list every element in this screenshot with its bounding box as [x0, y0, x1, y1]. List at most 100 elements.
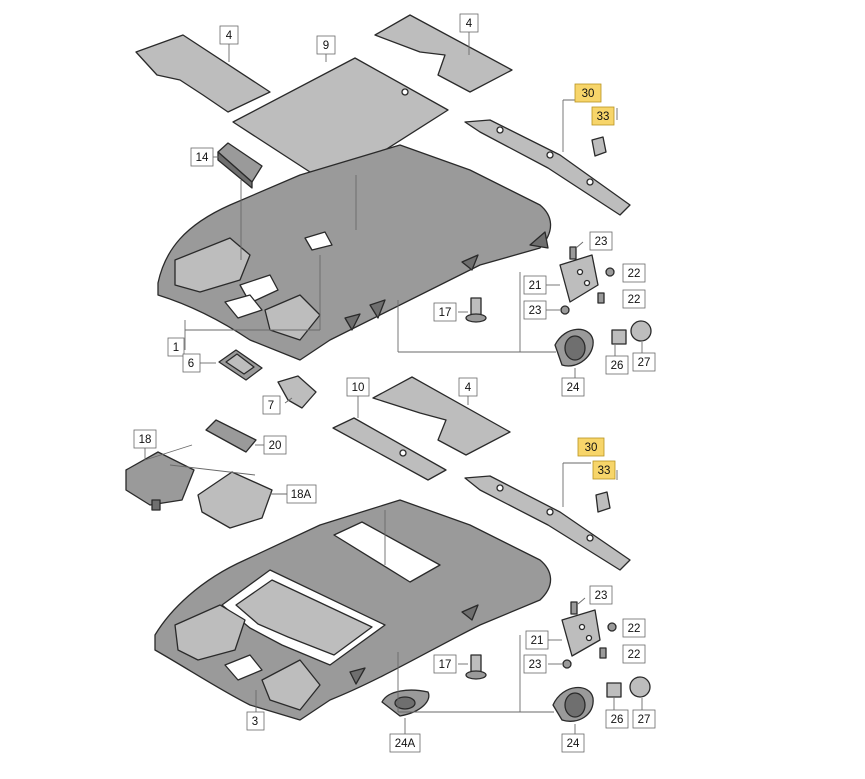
- callout-1[interactable]: 1: [167, 337, 185, 357]
- grab-handle-mount-bottom: [552, 686, 594, 722]
- svg-text:22: 22: [628, 623, 641, 635]
- callout-33[interactable]: 33: [592, 460, 616, 480]
- screw-23c: [570, 601, 578, 615]
- svg-text:26: 26: [611, 714, 624, 726]
- svg-text:1: 1: [173, 342, 179, 354]
- callout-22[interactable]: 22: [622, 618, 646, 638]
- foam-block: [217, 142, 263, 189]
- callout-9[interactable]: 9: [316, 35, 336, 55]
- screw-22a: [605, 267, 615, 277]
- callout-21[interactable]: 21: [523, 275, 547, 295]
- callout-17[interactable]: 17: [433, 654, 457, 674]
- svg-text:21: 21: [529, 280, 542, 292]
- screw-23a: [569, 246, 577, 260]
- screw-22b: [597, 292, 605, 304]
- callout-24a[interactable]: 24A: [389, 733, 421, 753]
- screw-22c: [607, 622, 617, 632]
- callout-24[interactable]: 24: [561, 377, 585, 397]
- callout-18[interactable]: 18: [133, 429, 157, 449]
- bolt-26-top: [611, 329, 627, 345]
- callout-10[interactable]: 10: [346, 377, 370, 397]
- roof-trim-strip-bottom: [464, 475, 631, 571]
- svg-text:24: 24: [567, 382, 580, 394]
- callout-4[interactable]: 4: [219, 25, 239, 45]
- sun-visor-bracket-bottom: [561, 609, 601, 657]
- callout-21[interactable]: 21: [525, 630, 549, 650]
- screw-22d: [599, 647, 607, 659]
- svg-text:23: 23: [595, 236, 608, 248]
- svg-text:24A: 24A: [395, 738, 416, 750]
- svg-text:17: 17: [439, 659, 452, 671]
- cover-20: [205, 419, 257, 453]
- svg-text:22: 22: [628, 294, 641, 306]
- callout-18a[interactable]: 18A: [286, 484, 317, 504]
- insulation-pad-bottom: [372, 376, 511, 456]
- cap-27-bottom: [629, 676, 651, 698]
- svg-text:33: 33: [598, 465, 611, 477]
- grab-handle-mount-24a: [381, 689, 430, 717]
- damping-strip: [332, 417, 447, 481]
- svg-text:33: 33: [597, 111, 610, 123]
- callout-23[interactable]: 23: [589, 585, 613, 605]
- svg-text:23: 23: [529, 659, 542, 671]
- insulation-pad-left: [135, 34, 271, 113]
- callout-33[interactable]: 33: [591, 106, 615, 126]
- svg-text:21: 21: [531, 635, 544, 647]
- svg-text:4: 4: [465, 382, 472, 394]
- console-18: [125, 451, 195, 511]
- callout-23[interactable]: 23: [523, 654, 547, 674]
- bolt-26-bottom: [606, 682, 622, 698]
- svg-text:14: 14: [196, 152, 209, 164]
- headliner-bottom: [154, 499, 552, 721]
- svg-text:20: 20: [269, 440, 282, 452]
- svg-text:9: 9: [323, 40, 329, 52]
- sun-visor-bracket-top: [559, 254, 599, 303]
- callout-4[interactable]: 4: [459, 13, 479, 33]
- screw-23b: [560, 305, 570, 315]
- svg-text:24: 24: [567, 738, 580, 750]
- svg-text:7: 7: [268, 400, 274, 412]
- callout-23[interactable]: 23: [523, 300, 547, 320]
- callout-6[interactable]: 6: [182, 353, 201, 373]
- svg-text:22: 22: [628, 649, 641, 661]
- callout-26[interactable]: 26: [605, 355, 629, 375]
- svg-text:23: 23: [529, 305, 542, 317]
- callout-20[interactable]: 20: [263, 435, 287, 455]
- callout-22[interactable]: 22: [622, 644, 646, 664]
- svg-text:27: 27: [638, 714, 651, 726]
- svg-text:22: 22: [628, 268, 641, 280]
- callout-3[interactable]: 3: [246, 711, 265, 731]
- svg-text:18A: 18A: [291, 489, 312, 501]
- svg-text:6: 6: [188, 358, 194, 370]
- callout-30[interactable]: 30: [574, 83, 602, 103]
- callout-17[interactable]: 17: [433, 302, 457, 322]
- expansion-rivet-top: [465, 297, 487, 323]
- callout-27[interactable]: 27: [632, 352, 656, 372]
- callout-24[interactable]: 24: [561, 733, 585, 753]
- roof-trim-strip-top: [464, 119, 631, 216]
- insulation-pad-right: [374, 14, 513, 93]
- callout-22[interactable]: 22: [622, 263, 646, 283]
- svg-text:27: 27: [638, 357, 651, 369]
- vent-grille: [218, 349, 263, 381]
- callout-30[interactable]: 30: [577, 437, 605, 457]
- grab-handle-mount-top: [554, 328, 594, 367]
- clip-7: [277, 375, 317, 409]
- svg-text:30: 30: [582, 88, 595, 100]
- screw-23d: [562, 659, 572, 669]
- cap-27-top: [630, 320, 652, 342]
- callout-7[interactable]: 7: [262, 395, 281, 415]
- clip-33-bottom: [595, 491, 611, 513]
- sound-damping-mat: [232, 57, 449, 186]
- callout-14[interactable]: 14: [190, 147, 214, 167]
- svg-text:18: 18: [139, 434, 152, 446]
- callout-23[interactable]: 23: [589, 231, 613, 251]
- callout-27[interactable]: 27: [632, 709, 656, 729]
- callout-4[interactable]: 4: [458, 377, 478, 397]
- callout-26[interactable]: 26: [605, 709, 629, 729]
- callout-22[interactable]: 22: [622, 289, 646, 309]
- headliner-top: [157, 144, 552, 361]
- svg-text:3: 3: [252, 716, 258, 728]
